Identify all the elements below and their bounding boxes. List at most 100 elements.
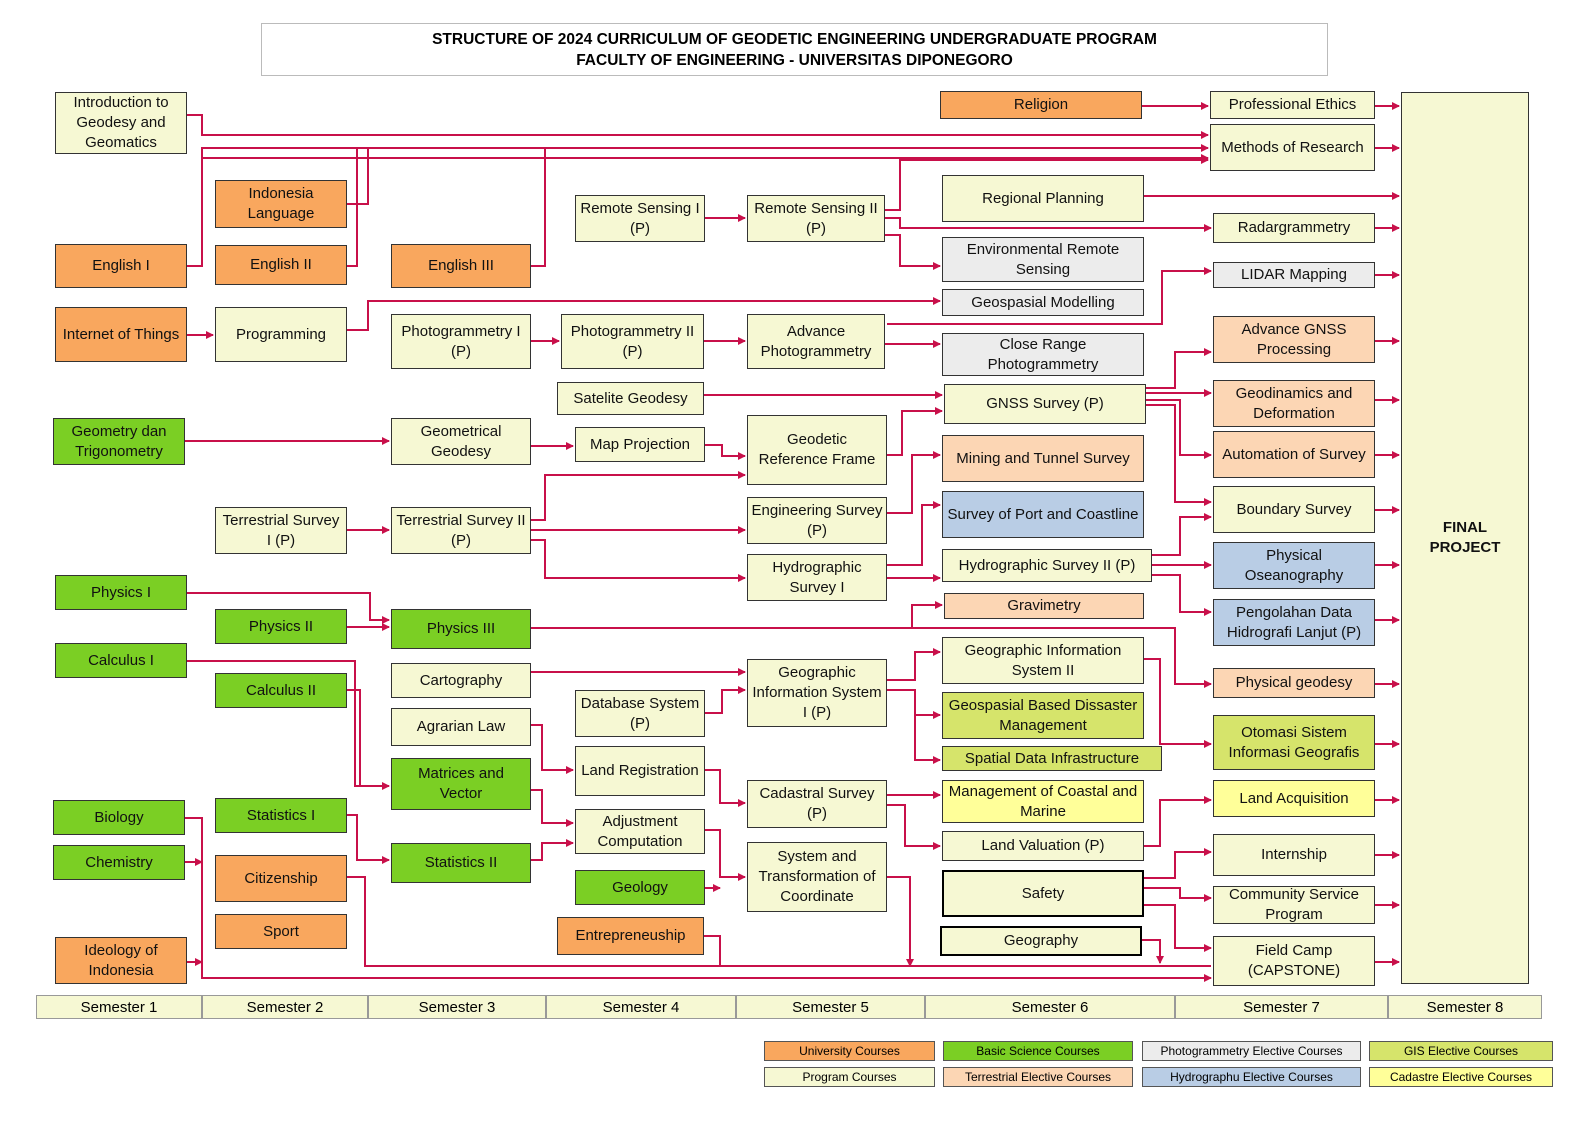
- prerequisite-arrow: [187, 660, 390, 790]
- course-ideology[interactable]: Ideology of Indonesia: [55, 937, 187, 984]
- course-gis-1[interactable]: Geographic Information System I (P): [747, 659, 887, 727]
- course-geometrical-geodesy[interactable]: Geometrical Geodesy: [391, 418, 531, 465]
- prerequisite-arrow: [347, 689, 361, 786]
- course-land-acquisition[interactable]: Land Acquisition: [1213, 780, 1375, 817]
- course-geodinamics-deformation[interactable]: Geodinamics and Deformation: [1213, 380, 1375, 427]
- prerequisite-arrow: [347, 148, 358, 267]
- course-coastal-marine-management[interactable]: Management of Coastal and Marine: [942, 780, 1144, 823]
- course-advance-gnss-processing[interactable]: Advance GNSS Processing: [1213, 316, 1375, 363]
- course-biology[interactable]: Biology: [53, 800, 185, 835]
- course-spatial-data-infrastructure[interactable]: Spatial Data Infrastructure: [942, 746, 1162, 771]
- prerequisite-arrow: [885, 156, 1209, 211]
- course-field-camp[interactable]: Field Camp (CAPSTONE): [1213, 936, 1375, 986]
- course-radargrammetry[interactable]: Radargrammetry: [1213, 213, 1375, 243]
- course-land-registration[interactable]: Land Registration: [575, 746, 705, 796]
- course-physics-3[interactable]: Physics III: [391, 609, 531, 649]
- legend-gis: GIS Elective Courses: [1369, 1041, 1553, 1061]
- course-adjustment-computation[interactable]: Adjustment Computation: [575, 809, 705, 854]
- prerequisite-arrow: [531, 601, 943, 629]
- course-physics-2[interactable]: Physics II: [215, 609, 347, 644]
- course-statistics-1[interactable]: Statistics I: [215, 798, 347, 833]
- course-physical-geodesy[interactable]: Physical geodesy: [1213, 668, 1375, 698]
- prerequisite-arrow: [887, 407, 943, 456]
- course-terrestrial-survey-1[interactable]: Terrestrial Survey I (P): [215, 507, 347, 554]
- course-intro-geodesy[interactable]: Introduction to Geodesy and Geomatics: [55, 92, 187, 154]
- course-otomasi-sig[interactable]: Otomasi Sistem Informasi Geografis: [1213, 715, 1375, 770]
- legend-photogrammetry: Photogrammetry Elective Courses: [1142, 1041, 1361, 1061]
- prerequisite-arrow: [705, 686, 746, 714]
- course-english-3[interactable]: English III: [391, 244, 531, 288]
- course-professional-ethics[interactable]: Professional Ethics: [1210, 91, 1375, 119]
- prerequisite-arrow: [1146, 399, 1212, 459]
- course-survey-port-coastline[interactable]: Survey of Port and Coastline: [942, 491, 1144, 538]
- course-internship[interactable]: Internship: [1213, 834, 1375, 876]
- course-remote-sensing-2[interactable]: Remote Sensing II (P): [747, 195, 885, 242]
- prerequisite-arrow: [1144, 887, 1212, 902]
- prerequisite-arrow: [531, 789, 574, 827]
- prerequisite-arrow: [531, 148, 546, 267]
- course-final-project[interactable]: FINAL PROJECT: [1401, 92, 1529, 984]
- course-gnss-survey[interactable]: GNSS Survey (P): [944, 384, 1146, 424]
- course-environmental-remote-sensing[interactable]: Environmental Remote Sensing: [942, 237, 1144, 282]
- course-photogrammetry-1[interactable]: Photogrammetry I (P): [391, 314, 531, 369]
- course-religion[interactable]: Religion: [940, 91, 1142, 119]
- prerequisite-arrow: [705, 769, 746, 807]
- course-database-system[interactable]: Database System (P): [575, 690, 705, 737]
- course-hydrographic-survey-2[interactable]: Hydrographic Survey II (P): [942, 549, 1152, 582]
- course-chemistry[interactable]: Chemistry: [53, 845, 185, 880]
- course-safety[interactable]: Safety: [942, 870, 1144, 917]
- semester-2: Semester 2: [202, 995, 368, 1019]
- prerequisite-arrow: [187, 114, 1209, 139]
- course-geodetic-reference-frame[interactable]: Geodetic Reference Frame: [747, 415, 887, 485]
- course-geography[interactable]: Geography: [940, 926, 1142, 956]
- course-map-projection[interactable]: Map Projection: [575, 427, 705, 462]
- legend-cadastre: Cadastre Elective Courses: [1369, 1067, 1553, 1087]
- course-engineering-survey[interactable]: Engineering Survey (P): [747, 497, 887, 544]
- course-methods-of-research[interactable]: Methods of Research: [1210, 124, 1375, 171]
- course-advance-photogrammetry[interactable]: Advance Photogrammetry: [747, 314, 885, 369]
- course-gravimetry[interactable]: Gravimetry: [944, 593, 1144, 619]
- course-system-transformation-coordinate[interactable]: System and Transformation of Coordinate: [747, 842, 887, 912]
- course-sport[interactable]: Sport: [215, 914, 347, 949]
- legend-terrestrial: Terrestrial Elective Courses: [943, 1067, 1133, 1087]
- course-close-range-photogrammetry[interactable]: Close Range Photogrammetry: [942, 333, 1144, 376]
- course-mining-tunnel-survey[interactable]: Mining and Tunnel Survey: [942, 435, 1144, 482]
- course-english-1[interactable]: English I: [55, 244, 187, 288]
- course-physics-1[interactable]: Physics I: [55, 575, 187, 610]
- course-matrices-vector[interactable]: Matrices and Vector: [391, 758, 531, 810]
- course-calculus-2[interactable]: Calculus II: [215, 673, 347, 708]
- course-statistics-2[interactable]: Statistics II: [391, 843, 531, 883]
- course-remote-sensing-1[interactable]: Remote Sensing I (P): [575, 195, 705, 242]
- course-cadastral-survey[interactable]: Cadastral Survey (P): [747, 780, 887, 828]
- course-internet-of-things[interactable]: Internet of Things: [55, 307, 187, 362]
- course-english-2[interactable]: English II: [215, 245, 347, 285]
- course-calculus-1[interactable]: Calculus I: [55, 643, 187, 678]
- course-community-service[interactable]: Community Service Program: [1213, 886, 1375, 924]
- title-line-2: FACULTY OF ENGINEERING - UNIVERSITAS DIP…: [576, 52, 1013, 69]
- course-regional-planning[interactable]: Regional Planning: [942, 175, 1144, 222]
- course-geology[interactable]: Geology: [575, 870, 705, 905]
- course-hydrographic-survey-1[interactable]: Hydrographic Survey I: [747, 554, 887, 601]
- course-geospasial-disaster-management[interactable]: Geospasial Based Dissaster Management: [942, 692, 1144, 739]
- course-geospasial-modelling[interactable]: Geospasial Modelling: [942, 289, 1144, 316]
- course-geometry[interactable]: Geometry dan Trigonometry: [53, 418, 185, 465]
- course-indonesia-language[interactable]: Indonesia Language: [215, 180, 347, 228]
- course-agrarian-law[interactable]: Agrarian Law: [391, 708, 531, 746]
- course-automation-of-survey[interactable]: Automation of Survey: [1213, 431, 1375, 478]
- course-cartography[interactable]: Cartography: [391, 663, 531, 698]
- course-entrepreneurship[interactable]: Entrepreneuship: [557, 917, 704, 955]
- course-boundary-survey[interactable]: Boundary Survey: [1213, 486, 1375, 533]
- prerequisite-arrow: [885, 217, 1212, 232]
- course-gis-2[interactable]: Geographic Information System II: [942, 637, 1144, 684]
- semester-3: Semester 3: [368, 995, 546, 1019]
- course-lidar-mapping[interactable]: LIDAR Mapping: [1213, 262, 1375, 288]
- course-photogrammetry-2[interactable]: Photogrammetry II (P): [561, 314, 704, 369]
- course-citizenship[interactable]: Citizenship: [215, 855, 347, 902]
- course-terrestrial-survey-2[interactable]: Terrestrial Survey II (P): [391, 507, 531, 554]
- course-land-valuation[interactable]: Land Valuation (P): [942, 831, 1144, 861]
- course-satelite-geodesy[interactable]: Satelite Geodesy: [557, 382, 704, 415]
- course-programming[interactable]: Programming: [215, 307, 347, 362]
- prerequisite-arrow: [912, 627, 1212, 688]
- course-pengolahan-data-hidrografi[interactable]: Pengolahan Data Hidrografi Lanjut (P): [1213, 599, 1375, 646]
- course-physical-oseanography[interactable]: Physical Oseanography: [1213, 542, 1375, 589]
